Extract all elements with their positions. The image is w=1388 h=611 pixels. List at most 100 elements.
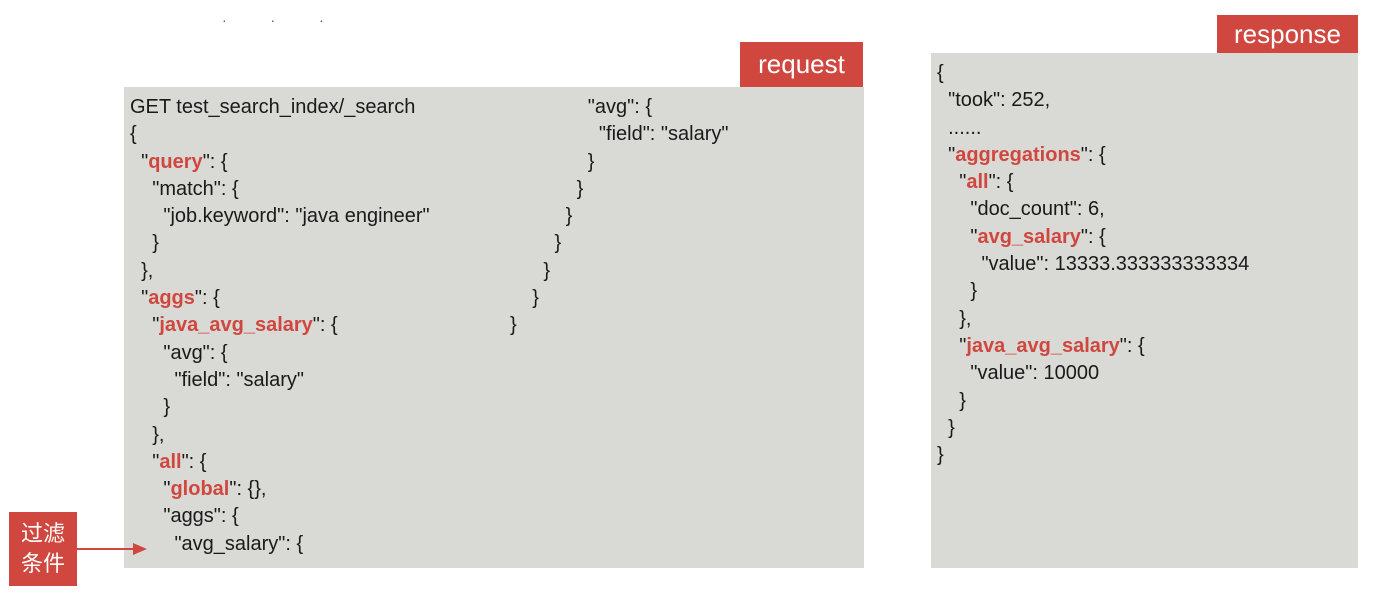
code-keyword: avg_salary [977,225,1081,248]
response-tag-label: response [1234,18,1341,49]
code-line: } [510,258,728,285]
code-text: "avg": { [510,96,653,118]
code-line: ...... [937,115,1249,142]
code-text: " [937,143,956,166]
code-text: } [510,287,539,310]
code-line: "query": { [130,149,430,176]
code-line: { [130,121,430,148]
request-tag-label: request [758,49,845,79]
code-line: "value": 13333.333333333334 [937,251,1249,278]
code-line: } [937,415,1249,442]
code-text: " [937,334,967,357]
code-text: " [130,450,160,473]
code-text: ": { [1119,334,1145,357]
code-line: GET test_search_index/_search [130,94,430,121]
code-line: "avg_salary": { [937,224,1249,251]
code-line: } [937,388,1249,415]
code-keyword: aggregations [955,143,1081,166]
code-text: } [510,259,551,282]
code-text: } [130,232,159,255]
code-keyword: aggs [148,287,195,310]
code-line: "field": "salary" [130,367,430,394]
code-line: "field": "salary" [510,121,729,148]
code-line: "avg": { [510,94,728,121]
filter-condition-note: 过滤 条件 [9,512,77,586]
code-text: "value": 13333.333333333334 [937,253,1250,276]
code-line: "match": { [130,176,430,203]
filter-note-line-2: 条件 [20,551,65,576]
code-text: "avg_salary": { [130,532,304,555]
code-line: } [937,442,1249,469]
code-line: } [510,176,728,203]
response-tag: response [1217,15,1358,53]
code-text: " [130,150,149,173]
code-line: } [510,230,728,257]
code-line: "all": { [130,449,430,476]
code-text: } [510,177,584,200]
code-text: "job.keyword": "java engineer" [130,205,430,228]
code-text: } [130,396,171,419]
code-line: "doc_count": 6, [937,196,1249,223]
code-text: } [510,232,562,255]
code-text: ": { [202,150,228,173]
code-line: "all": { [937,169,1249,196]
code-text: "aggs": { [130,505,239,528]
code-text: } [510,205,573,228]
code-line: "avg": { [130,340,430,367]
code-text: { [937,62,944,84]
code-text: " [130,287,149,310]
code-line: } [510,203,728,230]
code-line: "job.keyword": "java engineer" [130,203,430,230]
code-text: } [937,389,966,412]
request-panel [124,87,864,568]
code-text: } [937,416,955,439]
code-text: ": { [1080,225,1106,248]
code-text: } [937,444,944,467]
request-code-column-1: GET test_search_index/_search{ "query": … [130,94,430,558]
response-panel [931,53,1358,568]
response-code: { "took": 252, ...... "aggregations": { … [937,60,1249,469]
code-text: GET test_search_index/_search [130,96,416,118]
code-line: "aggs": { [130,503,430,530]
code-line: "aggregations": { [937,142,1249,169]
code-keyword: global [170,478,230,501]
code-text: "avg": { [130,341,228,364]
code-text: "match": { [130,177,239,200]
code-text: " [937,171,967,194]
code-line: "global": {}, [130,476,430,503]
code-text: ": { [988,171,1014,194]
code-text: " [130,314,160,337]
code-keyword: query [148,150,203,173]
code-line: { [937,60,1249,87]
code-line: "value": 10000 [937,360,1249,387]
code-text: ": { [312,314,338,337]
code-text: "value": 10000 [937,362,1100,385]
arrow-right-icon [77,543,147,555]
code-keyword: all [966,171,989,194]
code-text: "doc_count": 6, [937,198,1105,221]
request-code-column-2: "avg": { "field": "salary" } } } } } }} [510,94,728,340]
code-line: }, [130,422,430,449]
filter-note-line-1: 过滤 [20,521,65,546]
code-text: "field": "salary" [510,123,729,146]
code-line: } [510,285,728,312]
code-text: }, [130,259,154,282]
code-text: " [130,478,171,501]
code-keyword: java_avg_salary [966,334,1120,357]
code-text: } [937,280,978,303]
code-text: "field": "salary" [130,368,305,391]
code-text: }, [937,307,972,330]
code-line: "java_avg_salary": { [130,312,430,339]
code-line: "took": 252, [937,87,1249,114]
code-keyword: all [159,450,182,473]
code-text: ": { [1080,143,1106,166]
code-line: } [510,312,728,339]
code-line: } [130,394,430,421]
faded-header-dots: · · · [222,12,344,28]
code-line: } [510,149,728,176]
code-line: } [130,230,430,257]
request-tag: request [740,42,863,87]
code-text: { [130,123,137,146]
code-keyword: java_avg_salary [159,314,313,337]
code-text: } [510,150,595,173]
